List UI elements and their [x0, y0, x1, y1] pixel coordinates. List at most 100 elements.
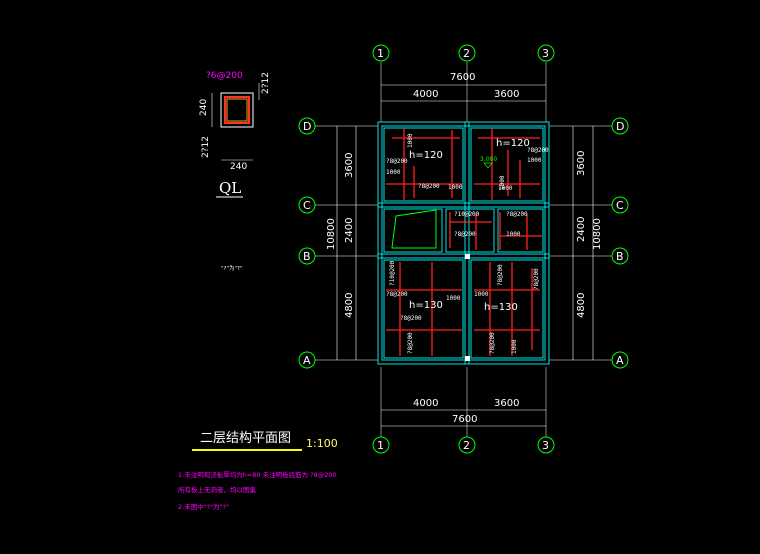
svg-text:1000: 1000 [386, 169, 401, 176]
svg-text:?8@200: ?8@200 [386, 291, 408, 298]
dims-top: 7600 4000 3600 [381, 72, 546, 102]
axis-bubble-d-right [611, 117, 629, 135]
dim-left-ba: 4800 [344, 293, 355, 318]
slab-thickness-bottom-right: h=130 [484, 302, 518, 313]
note-line-3: 2.未图中"?"为"?" [178, 502, 229, 511]
dim-right-cb: 2400 [576, 217, 587, 242]
ql-width-label: 240 [230, 162, 247, 172]
svg-text:1000: 1000 [446, 295, 461, 302]
axis-label-d-left: D [303, 120, 311, 133]
ql-rebar-label: ?6@200 [206, 71, 243, 81]
svg-text:?10@200: ?10@200 [454, 211, 480, 218]
svg-text:?8@200: ?8@200 [506, 211, 528, 218]
stair-opening [391, 209, 437, 249]
dims-right: 3600 2400 4800 10800 [572, 126, 603, 360]
ql-top-side-label: 2?12 [261, 72, 271, 94]
dim-left-cb: 2400 [344, 218, 355, 243]
svg-text:1000: 1000 [511, 339, 518, 354]
axis-bubble-2-bottom [458, 436, 476, 454]
dim-bottom-total: 7600 [452, 414, 477, 425]
dim-bottom-span-2: 3600 [494, 398, 519, 409]
axis-bubble-1-bottom [372, 436, 390, 454]
elevation-triangle [483, 162, 493, 169]
axis-bubble-c-right [611, 196, 629, 214]
axis-label-1-top: 1 [377, 47, 384, 60]
rebar-lines [386, 128, 542, 356]
axis-bubble-b-left [298, 247, 316, 265]
svg-text:1000: 1000 [499, 175, 506, 190]
svg-text:?8@200: ?8@200 [400, 315, 422, 322]
axis-bubble-a-left [298, 351, 316, 369]
axis-label-3-top: 3 [542, 47, 549, 60]
axis-bubble-3-bottom [537, 436, 555, 454]
svg-text:?8@200: ?8@200 [533, 268, 540, 290]
dim-left-dc: 3600 [344, 153, 355, 178]
elevation-mark: 3.080 [480, 156, 497, 163]
dims-left: 10800 3600 2400 4800 [326, 126, 357, 360]
svg-text:?8@200: ?8@200 [454, 231, 476, 238]
axis-bubble-c-left [298, 196, 316, 214]
axis-label-1-bottom: 1 [377, 439, 384, 452]
drawing-title-block: 二层结构平面图 1:100 [192, 431, 338, 451]
svg-text:?8@200: ?8@200 [386, 158, 408, 165]
dim-right-dc: 3600 [576, 151, 587, 176]
slab-thickness-top-left: h=120 [409, 150, 443, 161]
axis-label-b-left: B [303, 250, 311, 263]
axis-label-2-bottom: 2 [463, 439, 470, 452]
rebar-annotations: ?8@200 1000 ?8@200 1000 1000 1000 ?8@200… [386, 133, 549, 354]
dims-bottom: 4000 3600 7600 1 2 3 [372, 367, 555, 454]
axis-label-a-right: A [616, 354, 624, 367]
axis-bubble-d-left [298, 117, 316, 135]
dim-top-total: 7600 [450, 72, 475, 83]
dim-right-ba: 4800 [576, 293, 587, 318]
axis-label-d-right: D [616, 120, 624, 133]
ql-bottom-side-label: 2?12 [201, 136, 211, 158]
svg-text:1000: 1000 [527, 157, 542, 164]
dim-bottom-span-1: 4000 [413, 398, 438, 409]
dim-right-total: 10800 [592, 218, 603, 250]
axis-label-c-left: C [303, 199, 311, 212]
svg-text:1000: 1000 [407, 133, 414, 148]
axis-bubble-b-right [611, 247, 629, 265]
ql-label: QL [219, 179, 241, 197]
ql-section-outline [220, 92, 254, 128]
ql-stirrup [224, 96, 250, 124]
svg-text:?8@200: ?8@200 [489, 332, 496, 354]
ql-stirrup-inner [226, 98, 248, 122]
axis-top: 1 2 3 [372, 44, 555, 122]
svg-text:?10@200: ?10@200 [389, 260, 396, 286]
note-line-2: 所有板上无洞者，均以图集 [178, 485, 257, 494]
drawing-notes: 1.未注明现浇板厚均为h=80 未注明板底筋为 ?8@200 所有板上无洞者，均… [178, 470, 337, 511]
plan-walls [377, 121, 550, 365]
axis-label-2-top: 2 [463, 47, 470, 60]
ql-height-label: 240 [199, 99, 209, 116]
dim-left-total: 10800 [326, 218, 337, 250]
axis-label-b-right: B [616, 250, 624, 263]
slab-thickness-bottom-left: h=130 [409, 300, 443, 311]
svg-text:1000: 1000 [448, 184, 463, 191]
axis-sides: D C B A D C B A [298, 117, 629, 369]
slab-thickness-top-right: h=120 [496, 138, 530, 149]
axis-label-c-right: C [616, 199, 624, 212]
svg-text:?8@200: ?8@200 [418, 183, 440, 190]
svg-text:1000: 1000 [498, 185, 513, 192]
note-line-1: 1.未注明现浇板厚均为h=80 未注明板底筋为 ?8@200 [178, 470, 337, 479]
svg-text:?8@200: ?8@200 [527, 147, 549, 154]
svg-text:?8@200: ?8@200 [497, 264, 504, 286]
axis-bubble-3-top [537, 44, 555, 62]
center-small-note: "?"为"?" [221, 264, 242, 272]
ql-detail: ?6@200 240 240 2?12 2?12 QL [199, 71, 271, 198]
axis-label-a-left: A [303, 354, 311, 367]
axis-bubble-a-right [611, 351, 629, 369]
axis-bubble-2-top [458, 44, 476, 62]
dim-top-span-2: 3600 [494, 89, 519, 100]
svg-text:1000: 1000 [474, 291, 489, 298]
column-marker [465, 356, 470, 361]
drawing-title: 二层结构平面图 [200, 431, 291, 446]
drawing-scale: 1:100 [306, 437, 338, 450]
svg-text:?8@200: ?8@200 [407, 332, 414, 354]
column-marker [465, 254, 470, 259]
axis-bubble-1-top [372, 44, 390, 62]
svg-text:1000: 1000 [506, 231, 521, 238]
